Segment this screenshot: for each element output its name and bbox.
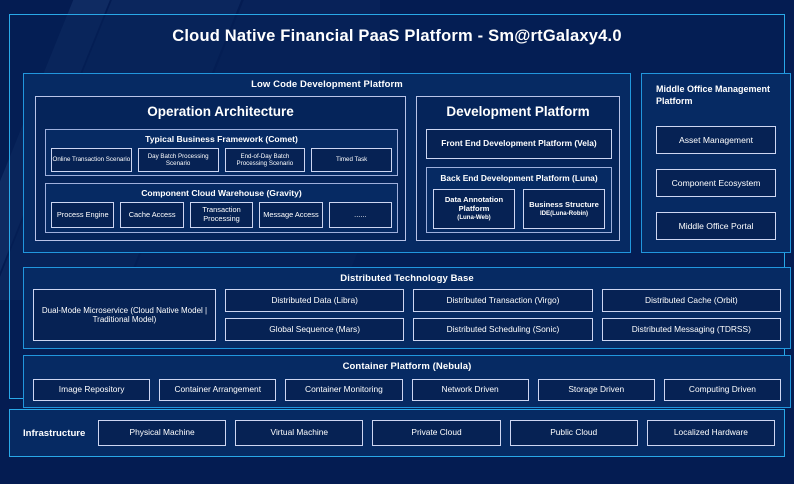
tile-timed-task[interactable]: Timed Task xyxy=(311,148,392,172)
distributed-base-feature-column: Dual-Mode Microservice (Cloud Native Mod… xyxy=(33,289,216,341)
infrastructure-tile-row: Physical Machine Virtual Machine Private… xyxy=(98,410,776,456)
tile-localized-hardware[interactable]: Localized Hardware xyxy=(646,420,776,446)
group-development-platform: Development Platform Front End Developme… xyxy=(416,96,620,241)
group-component-cloud-warehouse: Component Cloud Warehouse (Gravity) Proc… xyxy=(45,183,398,233)
distributed-base-tile-grid: Dual-Mode Microservice (Cloud Native Mod… xyxy=(33,289,782,341)
tile-process-engine[interactable]: Process Engine xyxy=(51,202,115,228)
distributed-base-column-2: Distributed Transaction (Virgo) Distribu… xyxy=(413,289,593,341)
group-operation-architecture: Operation Architecture Typical Business … xyxy=(35,96,406,241)
infrastructure-label: Infrastructure xyxy=(23,427,86,439)
tile-more-ellipsis[interactable]: ...... xyxy=(328,202,393,228)
tile-network-driven[interactable]: Network Driven xyxy=(411,379,529,401)
tile-distributed-data[interactable]: Distributed Data (Libra) xyxy=(224,289,405,312)
tile-transaction-processing[interactable]: Transaction Processing xyxy=(189,202,254,228)
tile-component-ecosystem[interactable]: Component Ecosystem xyxy=(656,169,776,197)
group-title-gravity: Component Cloud Warehouse (Gravity) xyxy=(141,188,302,198)
tile-front-end-development-platform[interactable]: Front End Development Platform (Vela) xyxy=(426,129,612,159)
tile-physical-machine[interactable]: Physical Machine xyxy=(98,420,227,446)
distributed-base-column-1: Distributed Data (Libra) Global Sequence… xyxy=(224,289,405,341)
section-title-middle-office: Middle Office Management Platform xyxy=(656,84,771,106)
back-end-tile-row: Data Annotation Platform (Luna-Web) Busi… xyxy=(433,189,605,229)
distributed-base-column-3: Distributed Cache (Orbit) Distributed Me… xyxy=(601,289,782,341)
gravity-tile-row: Process Engine Cache Access Transaction … xyxy=(51,202,393,228)
group-title-back-end: Back End Development Platform (Luna) xyxy=(440,173,598,183)
tile-asset-management[interactable]: Asset Management xyxy=(656,126,776,154)
tile-data-annotation-platform[interactable]: Data Annotation Platform (Luna-Web) xyxy=(433,189,515,229)
group-back-end-development-platform: Back End Development Platform (Luna) Dat… xyxy=(426,167,612,233)
tile-business-structure-label: Business Structure xyxy=(529,199,599,209)
tile-global-sequence[interactable]: Global Sequence (Mars) xyxy=(224,318,405,341)
tile-virtual-machine[interactable]: Virtual Machine xyxy=(235,420,364,446)
section-low-code-development-platform: Low Code Development Platform Operation … xyxy=(23,73,631,253)
tile-public-cloud[interactable]: Public Cloud xyxy=(509,420,638,446)
container-platform-tile-row: Image Repository Container Arrangement C… xyxy=(33,379,782,401)
tile-message-access[interactable]: Message Access xyxy=(259,202,323,228)
tile-image-repository[interactable]: Image Repository xyxy=(33,379,151,401)
tile-data-annotation-platform-label: Data Annotation Platform xyxy=(444,195,504,214)
tile-dual-mode-microservice[interactable]: Dual-Mode Microservice (Cloud Native Mod… xyxy=(33,289,216,341)
section-container-platform: Container Platform (Nebula) Image Reposi… xyxy=(23,355,791,408)
tile-data-annotation-platform-sublabel: (Luna-Web) xyxy=(457,214,491,222)
main-platform-frame: Cloud Native Financial PaaS Platform - S… xyxy=(9,14,791,408)
tile-distributed-cache[interactable]: Distributed Cache (Orbit) xyxy=(601,289,782,312)
section-middle-office-management-platform: Middle Office Management Platform Asset … xyxy=(641,73,791,253)
tile-business-structure-sublabel: IDE(Luna-Robin) xyxy=(539,209,589,217)
group-typical-business-framework: Typical Business Framework (Comet) Onlin… xyxy=(45,129,398,176)
tile-container-arrangement[interactable]: Container Arrangement xyxy=(159,379,277,401)
tile-container-monitoring[interactable]: Container Monitoring xyxy=(285,379,403,401)
tile-distributed-scheduling[interactable]: Distributed Scheduling (Sonic) xyxy=(413,318,593,341)
tile-distributed-messaging[interactable]: Distributed Messaging (TDRSS) xyxy=(601,318,782,341)
group-title-development-platform: Development Platform xyxy=(446,104,590,119)
group-title-operation-architecture: Operation Architecture xyxy=(147,104,294,119)
section-title-container-platform: Container Platform (Nebula) xyxy=(342,361,472,372)
comet-tile-row: Online Transaction Scenario Day Batch Pr… xyxy=(51,148,392,172)
tile-end-of-day-batch-processing-scenario[interactable]: End-of-Day Batch Processing Scenario xyxy=(224,148,306,172)
group-title-comet: Typical Business Framework (Comet) xyxy=(145,134,298,144)
tile-cache-access[interactable]: Cache Access xyxy=(120,202,184,228)
tile-day-batch-processing-scenario[interactable]: Day Batch Processing Scenario xyxy=(137,148,219,172)
tile-private-cloud[interactable]: Private Cloud xyxy=(372,420,501,446)
tile-storage-driven[interactable]: Storage Driven xyxy=(537,379,655,401)
section-infrastructure: Infrastructure Physical Machine Virtual … xyxy=(9,409,785,457)
section-title-low-code: Low Code Development Platform xyxy=(251,79,403,90)
section-distributed-technology-base: Distributed Technology Base Dual-Mode Mi… xyxy=(23,267,791,349)
tile-online-transaction-scenario[interactable]: Online Transaction Scenario xyxy=(51,148,132,172)
tile-middle-office-portal[interactable]: Middle Office Portal xyxy=(656,212,776,240)
tile-business-structure-ide[interactable]: Business Structure IDE(Luna-Robin) xyxy=(523,189,605,229)
middle-office-tile-list: Asset Management Component Ecosystem Mid… xyxy=(656,126,776,240)
page-title: Cloud Native Financial PaaS Platform - S… xyxy=(172,27,622,45)
section-title-distributed-technology-base: Distributed Technology Base xyxy=(340,273,474,284)
tile-distributed-transaction[interactable]: Distributed Transaction (Virgo) xyxy=(413,289,593,312)
tile-computing-driven[interactable]: Computing Driven xyxy=(663,379,782,401)
